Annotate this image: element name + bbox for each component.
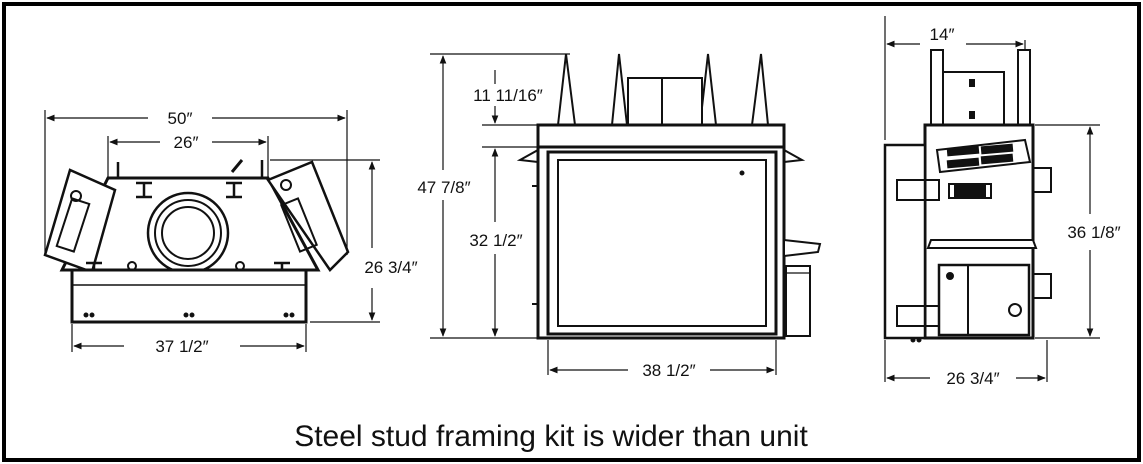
top-view-dimensions xyxy=(44,110,380,352)
side-top-width-label: 14″ xyxy=(930,25,955,44)
front-width-label: 38 1/2″ xyxy=(642,361,695,380)
front-overall-height-label: 47 7/8″ xyxy=(417,178,470,197)
top-inner-width-label: 26″ xyxy=(174,133,199,152)
top-overall-width-label: 50″ xyxy=(168,109,193,128)
front-view-dimensions xyxy=(430,53,777,375)
caption: Steel stud framing kit is wider than uni… xyxy=(294,420,808,453)
side-height-label: 36 1/8″ xyxy=(1067,223,1120,242)
top-base-width-label: 37 1/2″ xyxy=(155,337,208,356)
front-opening-height-label: 32 1/2″ xyxy=(469,231,522,250)
front-top-height-label: 11 11/16″ xyxy=(473,86,543,105)
top-depth-label: 26 3/4″ xyxy=(364,258,417,277)
side-view xyxy=(883,49,1052,343)
side-view-dimensions xyxy=(884,16,1100,382)
top-view xyxy=(43,159,350,324)
side-depth-label: 26 3/4″ xyxy=(946,369,999,388)
front-view xyxy=(516,53,822,340)
